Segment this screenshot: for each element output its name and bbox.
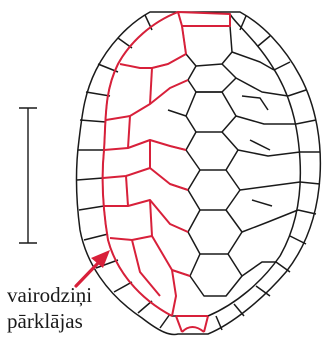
overlapping-scutes-highlight <box>103 12 230 332</box>
central-scutes <box>152 26 300 296</box>
label-overlapping-scutes-line1: vairodziņi <box>7 283 92 308</box>
scale-bar <box>19 108 37 243</box>
shell-inner <box>103 12 301 316</box>
label-overlapping-scutes-line2: pārklājas <box>7 309 83 334</box>
pointer-arrow <box>76 250 110 286</box>
